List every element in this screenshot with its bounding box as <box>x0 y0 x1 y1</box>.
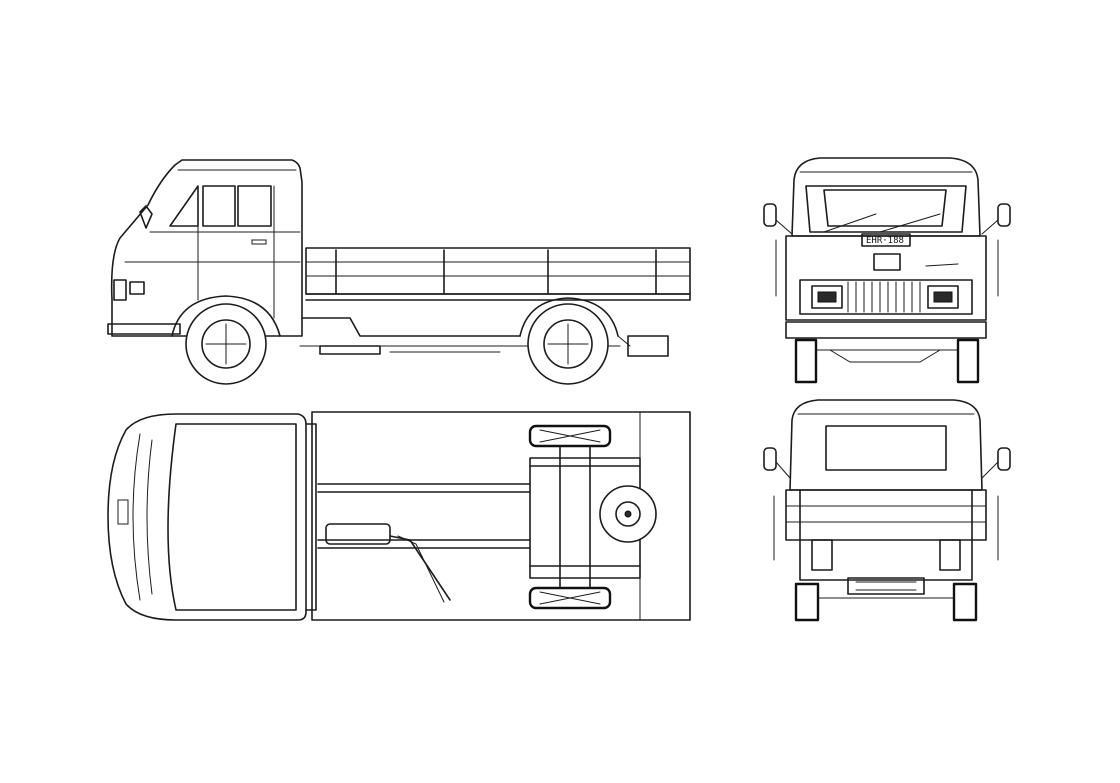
side-front-rim <box>201 319 251 369</box>
front-windshield-inner <box>823 189 947 227</box>
front-headlight-right <box>927 285 959 309</box>
front-mirror-right <box>997 203 1011 227</box>
front-mirror-left <box>763 203 777 227</box>
top-cab-outline <box>107 413 307 621</box>
top-badge <box>117 499 129 525</box>
front-grille-bars <box>847 281 921 313</box>
front-emblem <box>873 253 901 271</box>
rear-mirror-right <box>997 447 1011 471</box>
side-windshield <box>169 185 199 227</box>
front-bumper <box>785 321 987 339</box>
top-rear-tyre-right <box>528 586 612 610</box>
side-rear-bracket <box>617 335 631 347</box>
front-axle <box>815 349 959 363</box>
rear-plate-holder <box>847 577 925 595</box>
side-rear-rim <box>543 319 593 369</box>
front-plate-text: EHR·188 <box>866 236 904 246</box>
rear-right-tyre <box>952 582 978 622</box>
side-front-hub <box>205 323 247 365</box>
top-exhaust-pipe-inner <box>397 535 445 603</box>
side-flatbed <box>305 247 691 295</box>
side-window-front <box>202 185 236 227</box>
front-view: EHR·188 <box>763 157 1011 384</box>
top-spare-rim <box>615 501 641 527</box>
side-cab-outline <box>110 159 303 337</box>
side-front-wheel-arch <box>171 295 281 337</box>
front-windshield <box>805 185 967 233</box>
front-badge <box>925 263 959 267</box>
top-hood-line <box>132 433 141 601</box>
top-spare-hub <box>624 510 632 518</box>
side-chassis-rail <box>301 317 521 337</box>
front-headlight-right-lens <box>933 291 953 303</box>
top-muffler <box>325 523 391 545</box>
front-headlight-left <box>811 285 843 309</box>
rear-plate-lines <box>855 581 917 591</box>
front-plate <box>861 233 911 247</box>
side-tail-light <box>627 335 669 357</box>
side-window-rear <box>237 185 272 227</box>
side-bed-floor <box>305 293 691 301</box>
top-view <box>107 411 691 621</box>
front-right-tyre <box>956 338 980 384</box>
top-tyre-tread-left <box>539 429 601 443</box>
side-rear-hub <box>547 323 589 365</box>
rear-mirror-left <box>763 447 777 471</box>
top-axle-crossbars <box>529 465 641 567</box>
top-windshield-line <box>146 439 153 595</box>
top-tyre-tread-right <box>539 591 601 605</box>
rear-window <box>825 425 947 471</box>
front-bed-edges <box>775 239 999 297</box>
side-front-bumper <box>107 323 181 335</box>
top-rail-lower <box>317 539 531 549</box>
rear-light-left <box>811 539 833 571</box>
front-cab-top <box>791 157 981 237</box>
front-mirror-right-arm <box>981 219 999 235</box>
front-left-tyre <box>794 338 818 384</box>
rear-tailgate-posts <box>799 489 973 541</box>
rear-mirror-right-arm <box>981 461 999 479</box>
side-headlight <box>113 279 127 301</box>
side-door-handle <box>251 239 267 245</box>
rear-view <box>763 399 1011 622</box>
side-rear-wheel-arch <box>519 297 619 337</box>
rear-light-right <box>939 539 961 571</box>
top-bed-front-bulkhead <box>305 423 317 611</box>
front-wipers <box>823 213 941 233</box>
rear-bed-tailgate <box>785 489 987 541</box>
rear-underframe <box>799 539 973 581</box>
top-rail-upper <box>317 483 531 493</box>
rear-left-tyre <box>794 582 820 622</box>
side-indicator <box>129 281 145 295</box>
rear-tailgate-ribs <box>785 505 987 523</box>
top-axle-shaft <box>559 445 591 589</box>
rear-bed-hooks <box>773 495 999 561</box>
side-fuel-tank <box>319 345 381 355</box>
rear-cab <box>789 399 983 491</box>
side-mirror <box>139 205 153 229</box>
top-exhaust-pipe <box>389 535 451 601</box>
front-mirror-left-arm <box>775 219 793 235</box>
top-cab-roof <box>167 423 297 611</box>
front-headlight-left-lens <box>817 291 837 303</box>
rear-mirror-left-arm <box>775 461 791 479</box>
top-rear-tyre-left <box>528 424 612 448</box>
side-view <box>107 159 691 385</box>
front-grille <box>799 279 973 315</box>
front-body <box>785 235 987 321</box>
